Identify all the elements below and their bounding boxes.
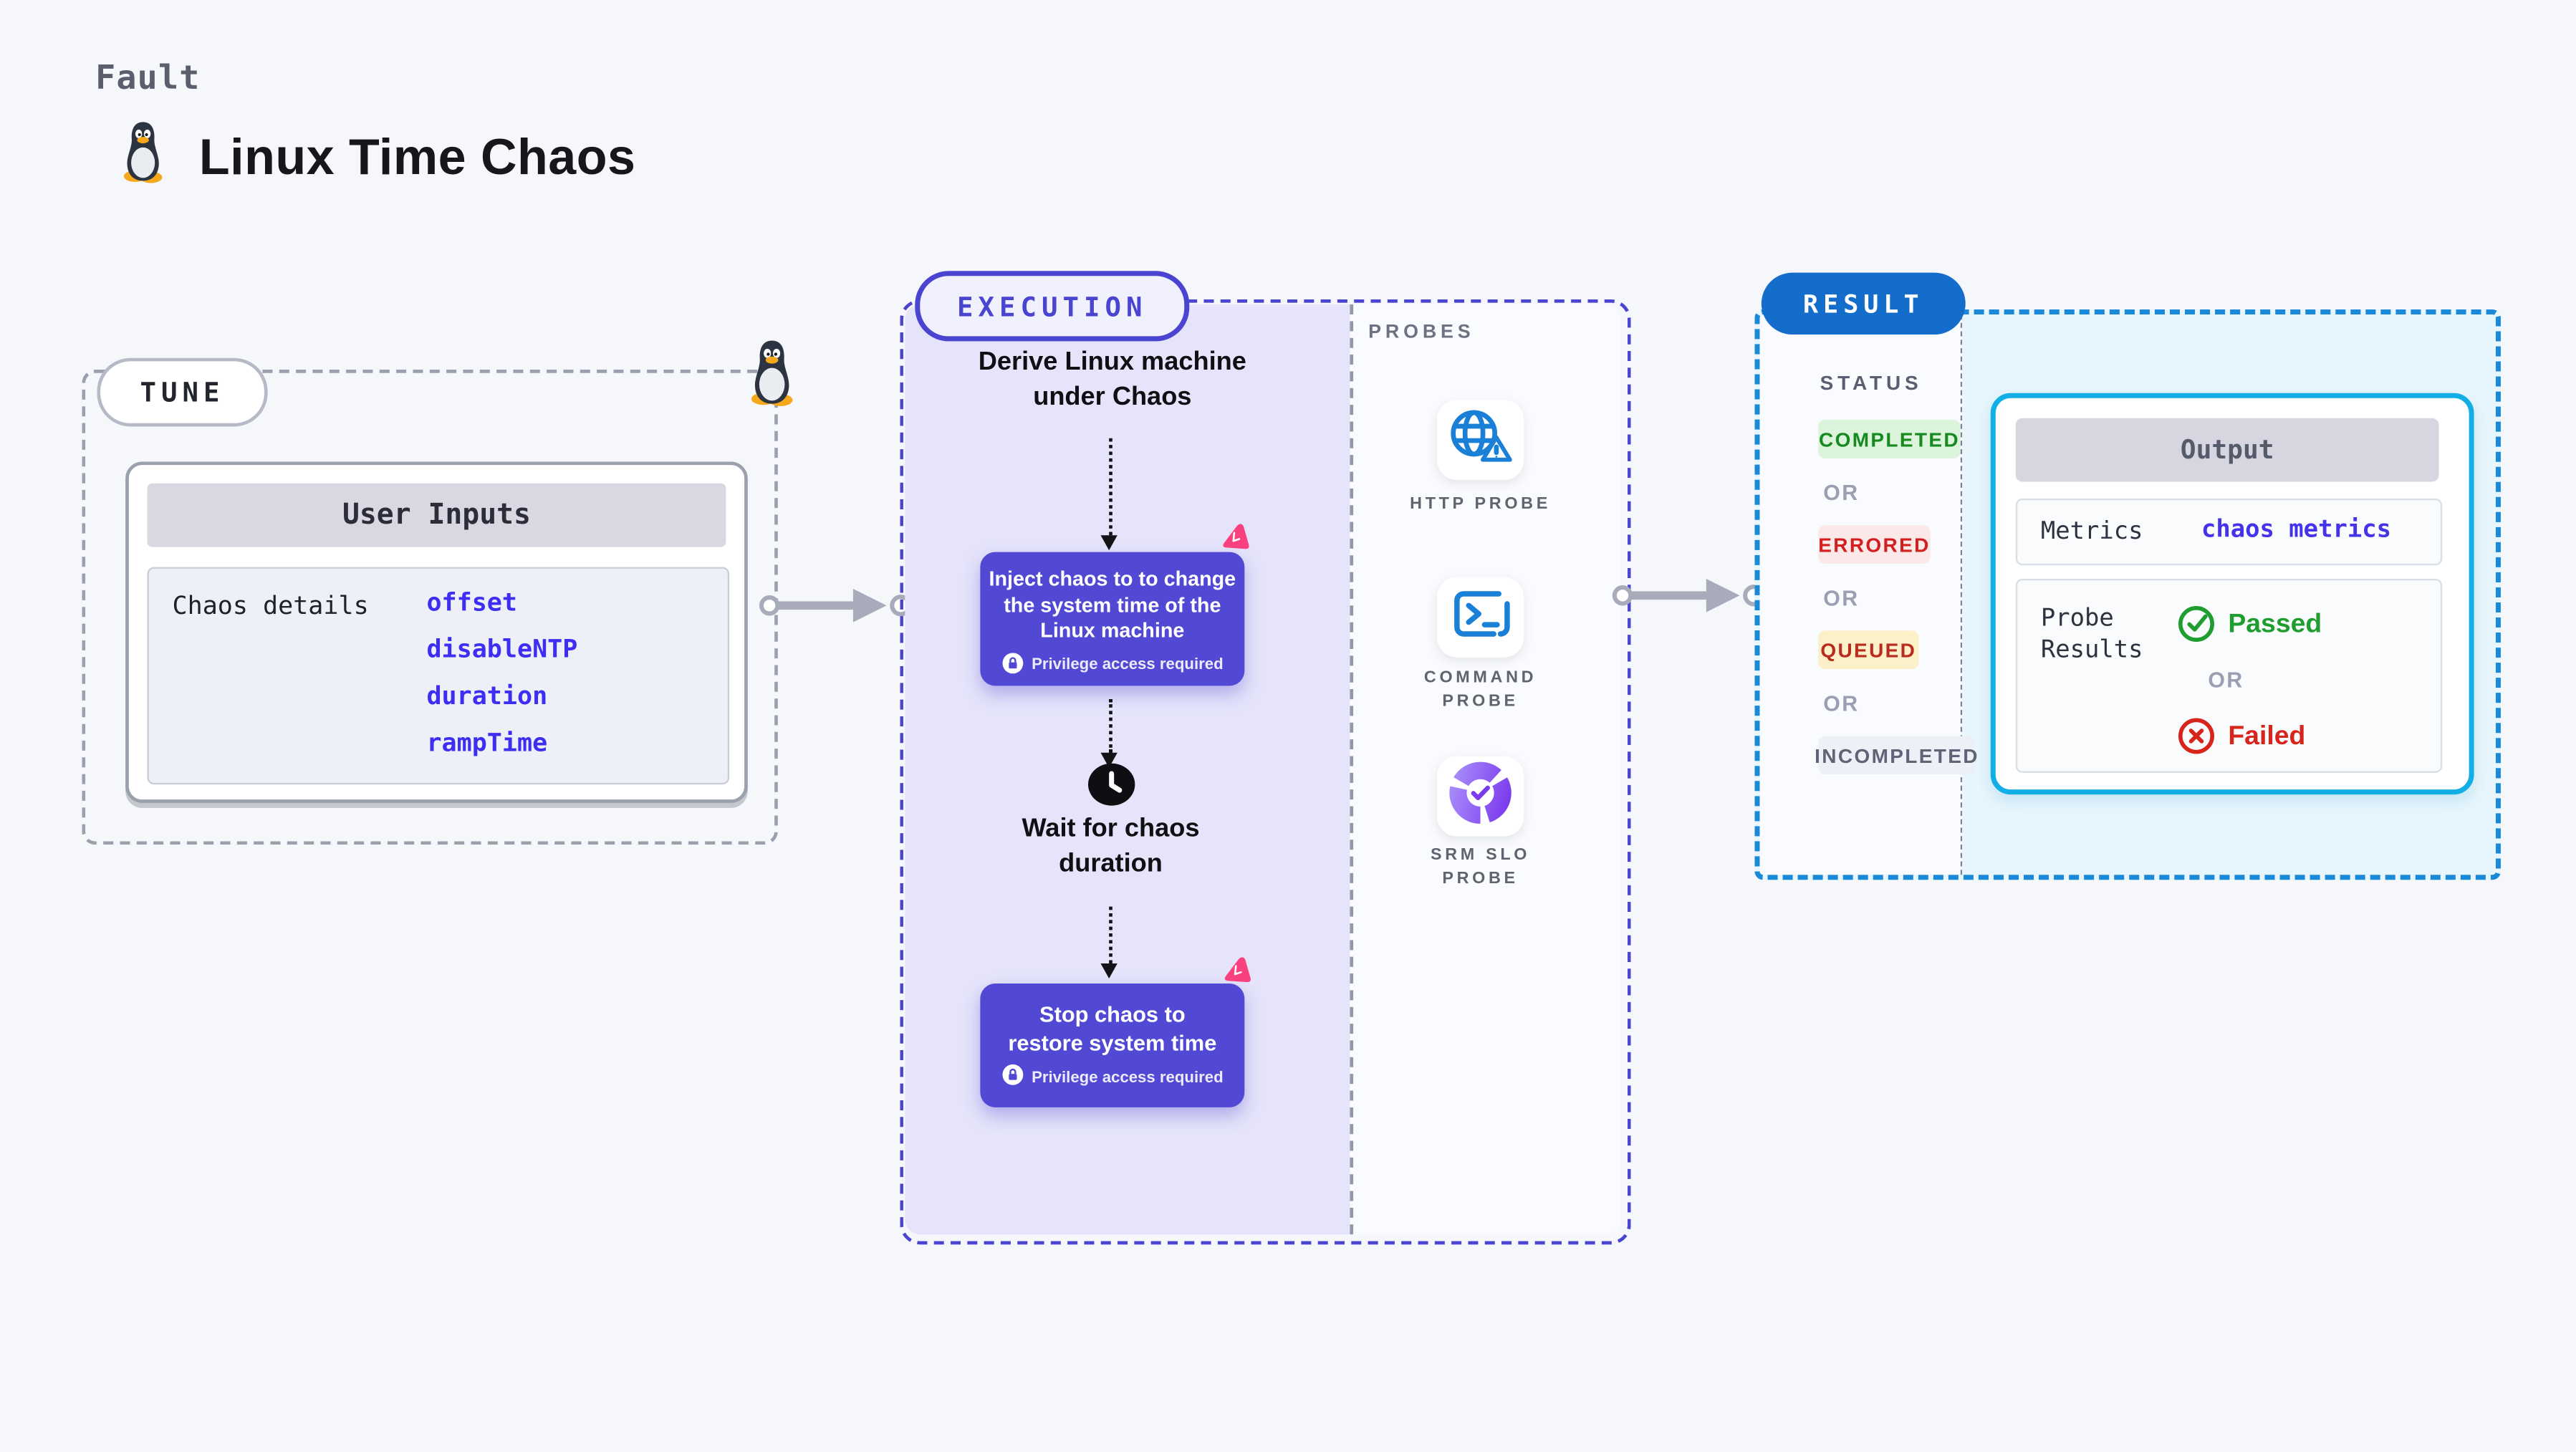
tux-penguin-small-icon (748, 335, 797, 418)
page-title: Linux Time Chaos (198, 130, 636, 186)
chaos-details-label: Chaos details (172, 590, 369, 621)
status-label: STATUS (1820, 371, 1923, 395)
command-probe-label: COMMAND PROBE (1423, 669, 1537, 711)
derive-step-text: Derive Linux machine under Chaos (978, 347, 1246, 412)
user-inputs-card: User Inputs Chaos details offset disable… (125, 461, 748, 803)
wait-clock-icon (1087, 763, 1136, 814)
output-header: Output (2015, 418, 2439, 482)
http-probe-card[interactable] (1436, 400, 1524, 481)
input-link-disablentp[interactable]: disableNTP (426, 634, 578, 665)
probe-results-label: Probe Results (2040, 605, 2143, 665)
terminal-icon (1448, 583, 1512, 652)
execution-pill-label: EXECUTION (957, 290, 1148, 322)
lock-icon (1001, 651, 1024, 678)
slo-donut-icon (1446, 760, 1516, 832)
fault-kicker: Fault (95, 57, 201, 97)
status-badge-errored: ERRORED (1818, 525, 1931, 564)
flow-arrow-3 (1100, 906, 1118, 979)
or-label: OR (1823, 585, 1860, 611)
failed-label: Failed (2228, 722, 2306, 751)
or-label: OR (2208, 667, 2244, 693)
input-link-ramptime[interactable]: rampTime (426, 727, 548, 758)
input-link-duration[interactable]: duration (426, 681, 548, 711)
metrics-label: Metrics (2040, 518, 2143, 546)
status-badge-queued: QUEUED (1818, 630, 1919, 670)
or-label: OR (1823, 480, 1860, 506)
privilege-note: Privilege access required (1032, 1067, 1224, 1087)
tune-to-execution-arrow (756, 587, 911, 633)
globe-alert-icon (1446, 404, 1516, 476)
lock-icon (1001, 1063, 1024, 1090)
stop-chaos-title: Stop chaos to restore system time (1008, 1001, 1217, 1055)
input-link-offset[interactable]: offset (426, 587, 517, 617)
tux-penguin-icon (120, 117, 165, 193)
metrics-row: Metrics chaos metrics (2015, 498, 2443, 566)
command-probe-card[interactable] (1436, 577, 1524, 658)
http-probe-label: HTTP PROBE (1410, 495, 1551, 514)
status-badge-incompleted: INCOMPLETED (1815, 736, 1977, 775)
passed-label: Passed (2228, 610, 2322, 640)
inject-chaos-title: Inject chaos to to change the system tim… (989, 567, 1236, 643)
flow-arrow-1 (1100, 438, 1118, 551)
chaos-metrics-link[interactable]: chaos metrics (2201, 516, 2392, 544)
chaos-pink-badge-icon (1214, 519, 1255, 566)
result-pill: RESULT (1761, 272, 1966, 335)
user-inputs-header: User Inputs (147, 483, 726, 547)
execution-pill: EXECUTION (915, 271, 1190, 342)
result-pill-label: RESULT (1803, 288, 1924, 319)
probes-divider (1350, 304, 1354, 1235)
execution-to-result-arrow (1609, 577, 1764, 622)
tune-pill-label: TUNE (140, 376, 225, 408)
flow-arrow-2 (1100, 699, 1118, 768)
status-column (1759, 314, 1963, 875)
srm-slo-probe-card[interactable] (1436, 756, 1524, 837)
status-badge-completed: COMPLETED (1818, 420, 1961, 458)
or-label: OR (1823, 691, 1860, 716)
x-circle-icon (2178, 718, 2214, 763)
stop-chaos-step: Stop chaos to restore system time Privil… (980, 984, 1245, 1107)
wait-step-text: Wait for chaos duration (1022, 814, 1200, 878)
srm-slo-probe-label: SRM SLO PROBE (1431, 846, 1531, 888)
probe-results-row: Probe Results Passed OR Failed (2015, 578, 2443, 773)
probes-zone-label: PROBES (1368, 322, 1475, 343)
chaos-pink-badge-icon (1216, 951, 1256, 999)
tune-pill: TUNE (97, 357, 268, 427)
inject-chaos-step: Inject chaos to to change the system tim… (980, 552, 1245, 686)
user-inputs-body: Chaos details offset disableNTP duration… (147, 567, 730, 785)
check-circle-icon (2178, 605, 2214, 650)
output-card: Output Metrics chaos metrics Probe Resul… (1990, 393, 2474, 795)
privilege-note: Privilege access required (1032, 655, 1224, 675)
